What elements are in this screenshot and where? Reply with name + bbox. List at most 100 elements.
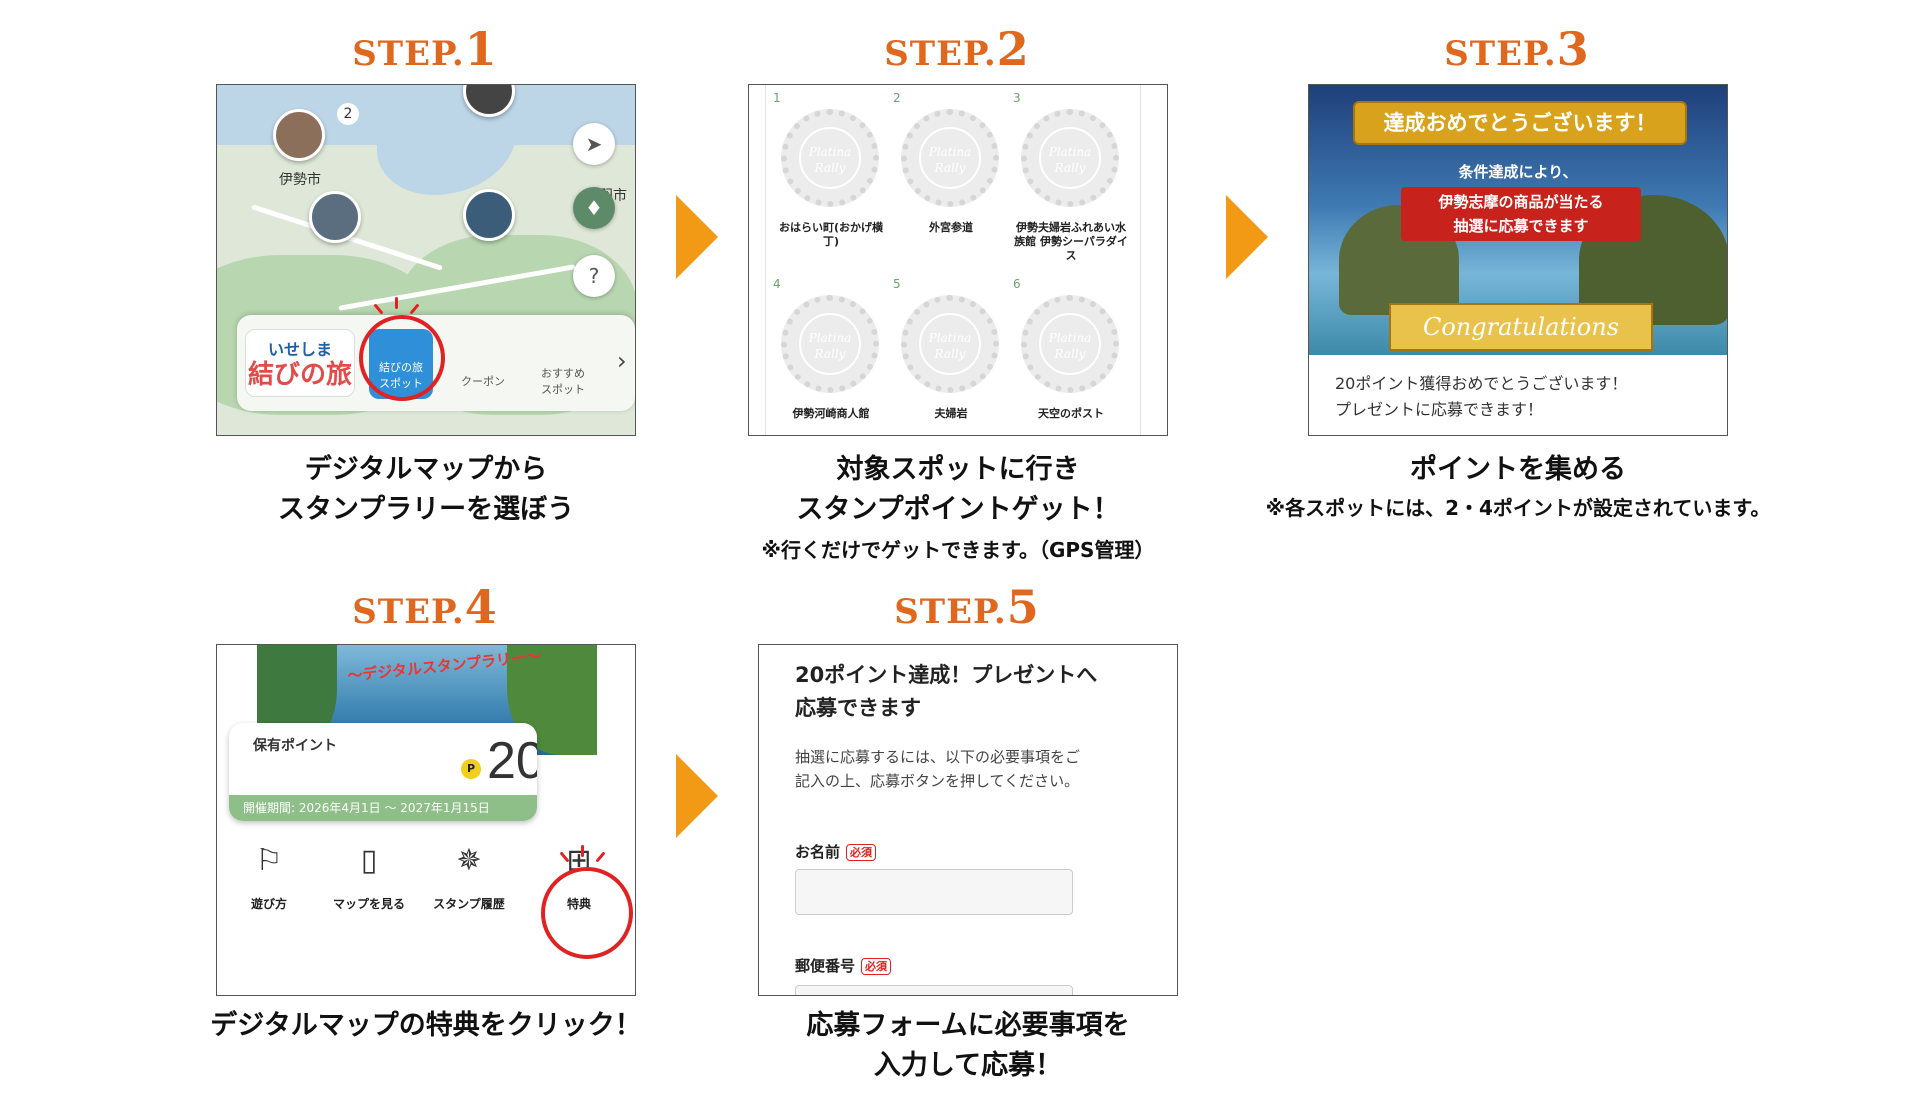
step5-title: STEP.5 (757, 580, 1177, 634)
message-line: 20ポイント獲得おめでとうございます！ (1335, 374, 1628, 393)
help-icon[interactable]: ? (573, 255, 615, 297)
nav-stamp-history[interactable]: ✵ スタンプ履歴 (429, 843, 509, 912)
nav-howto[interactable]: ⚐遊び方 (229, 843, 309, 912)
congrats-banner: 達成おめでとうございます！ (1353, 101, 1687, 145)
map-pin[interactable] (273, 109, 325, 161)
locate-icon[interactable]: ➤ (573, 123, 615, 165)
required-badge: 必須 (861, 958, 892, 975)
stamp-name: おはらい町(おかげ横丁) (778, 221, 884, 248)
form-title-line: 20ポイント達成！プレゼントへ (795, 663, 1098, 687)
recommend-tab[interactable]: おすすめ スポット (541, 367, 585, 396)
step-number: 4 (464, 580, 498, 634)
label-text: 郵便番号 (795, 957, 856, 975)
compass-icon[interactable]: ♦ (573, 187, 615, 229)
step-label: STEP. (352, 592, 465, 632)
step1-panel: 伊勢市 鳥羽市 2 ➤ ♦ ? いせしま 結びの旅 結びの旅 スポット クーポン… (216, 84, 636, 436)
name-label: お名前必須 (795, 841, 877, 862)
caption-line: 入力して応募！ (873, 1050, 1063, 1081)
step2-caption: 対象スポットに行き スタンプポイントゲット！ (748, 450, 1168, 530)
nav-map[interactable]: ▯ マップを見る (329, 843, 409, 912)
logo-line1: いせしま (267, 340, 332, 359)
stamp-text: Platina Rally (919, 127, 981, 189)
stamp-number: 4 (773, 277, 781, 291)
name-input[interactable] (795, 869, 1073, 915)
form-description: 抽選に応募するには、以下の必要事項をご 記入の上、応募ボタンを押してください。 (795, 745, 1095, 793)
step3-note: ※各スポットには、2・4ポイントが設定されています。 (1265, 496, 1771, 520)
prize-line: 伊勢志摩の商品が当たる (1438, 193, 1604, 211)
stamp-icon: Platina Rally (1021, 109, 1119, 207)
stamp-icon: Platina Rally (901, 295, 999, 393)
caption-line: スタンプラリーを選ぼう (277, 494, 575, 525)
points-card: 保有ポイント P 20 pts 開催期間: 2026年4月1日 〜 2027年1… (229, 723, 537, 821)
step-label: STEP. (1444, 34, 1557, 74)
sparkle-icon: ✵ (456, 843, 482, 878)
caption-line: 対象スポットに行き (836, 454, 1080, 485)
logo-line2: 結びの旅 (247, 360, 352, 390)
chevron-right-icon[interactable]: › (617, 347, 627, 375)
step-number: 5 (1006, 580, 1040, 634)
step1-title: STEP.1 (215, 22, 635, 76)
stamp-name: 伊勢夫婦岩ふれあい水族館 伊勢シーパラダイス (1014, 221, 1128, 262)
stamp-text: Platina Rally (919, 313, 981, 375)
congrats-message: 20ポイント獲得おめでとうございます！ プレゼントに応募できます！ (1335, 371, 1627, 423)
stamp-text: Platina Rally (1039, 127, 1101, 189)
city-label: 伊勢市 (279, 172, 321, 188)
label-text: お名前 (795, 843, 841, 861)
period-bar: 開催期間: 2026年4月1日 〜 2027年1月15日 (229, 795, 537, 821)
zip-input[interactable] (795, 985, 1073, 995)
stamp-number: 1 (773, 91, 781, 105)
caption-line: デジタルマップから (304, 454, 548, 485)
zip-label: 郵便番号必須 (795, 955, 892, 976)
nav-label: スタンプ履歴 (433, 897, 505, 911)
points-label: 保有ポイント (253, 738, 337, 754)
step-number: 3 (1556, 22, 1590, 76)
stamp-icon: Platina Rally (781, 109, 879, 207)
step4-title: STEP.4 (215, 580, 635, 634)
nav-label: マップを見る (332, 897, 405, 911)
stamp-number: 3 (1013, 91, 1021, 105)
step3-caption: ポイントを集める (1410, 454, 1626, 485)
step1-caption: デジタルマップから スタンプラリーを選ぼう (216, 450, 636, 530)
stamp-text: Platina Rally (1039, 313, 1101, 375)
step5-panel: 20ポイント達成！プレゼントへ 応募できます 抽選に応募するには、以下の必要事項… (758, 644, 1178, 996)
step2-title: STEP.2 (747, 22, 1167, 76)
map-view[interactable]: 伊勢市 鳥羽市 2 ➤ ♦ ? いせしま 結びの旅 結びの旅 スポット クーポン… (217, 85, 635, 435)
cluster-count: 2 (337, 103, 359, 125)
points-value: 20 (487, 732, 537, 790)
map-pin[interactable] (463, 189, 515, 241)
stamp-name: 夫婦岩 (934, 407, 968, 420)
desc-line: 抽選に応募するには、以下の必要事項をご (795, 748, 1081, 766)
step4-panel: 〜デジタルスタンプラリー〜 保有ポイント P 20 pts 開催期間: 2026… (216, 644, 636, 996)
isesima-logo: いせしま 結びの旅 (245, 329, 355, 397)
stamp-name: 天空のポスト (1038, 407, 1104, 420)
stamp-number: 2 (893, 91, 901, 105)
map-icon: ▯ (360, 843, 378, 878)
highlight-circle (541, 867, 633, 959)
step-label: STEP. (894, 592, 1007, 632)
step-number: 2 (996, 22, 1030, 76)
prize-line: 抽選に応募できます (1453, 217, 1589, 235)
stamp-name: 伊勢河崎商人館 (792, 407, 870, 420)
stamp-name: 外宮参道 (929, 221, 973, 234)
coupon-tab[interactable]: クーポン (461, 375, 505, 388)
step-number: 1 (464, 22, 498, 76)
desc-line: 記入の上、応募ボタンを押してください。 (795, 772, 1080, 790)
points-badge-icon: P (461, 759, 481, 779)
step2-note: ※行くだけでゲットできます。（GPS管理） (761, 538, 1155, 562)
highlight-circle (359, 315, 445, 401)
step-label: STEP. (884, 34, 997, 74)
stamp-icon: Platina Rally (1021, 295, 1119, 393)
step4-caption: デジタルマップの特典をクリック！ (210, 1010, 642, 1041)
step-label: STEP. (352, 34, 465, 74)
prize-banner: 伊勢志摩の商品が当たる 抽選に応募できます (1401, 187, 1641, 241)
map-pin[interactable] (309, 191, 361, 243)
step5-caption: 応募フォームに必要事項を 入力して応募！ (748, 1006, 1188, 1086)
stamp-icon: Platina Rally (901, 109, 999, 207)
